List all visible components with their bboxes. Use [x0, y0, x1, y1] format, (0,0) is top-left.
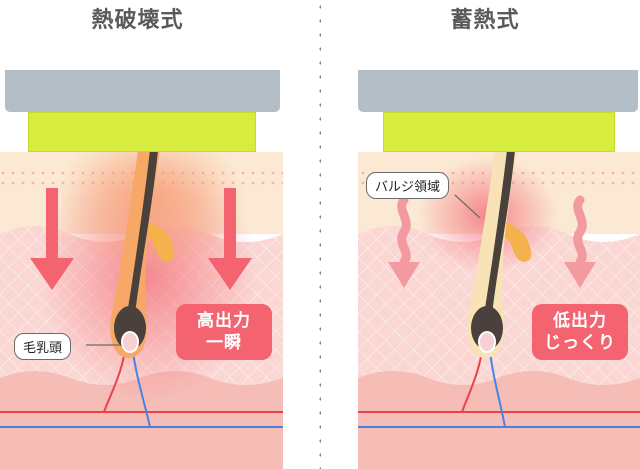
dermal-papilla-label: 毛乳頭: [14, 333, 72, 360]
dermal-papilla: [478, 331, 496, 353]
callout-leader: [454, 194, 481, 219]
power-badge: 高出力 一瞬: [176, 304, 272, 360]
right-panel-heat-storage: 蓄熱式: [340, 0, 640, 469]
panel-divider: [319, 0, 321, 469]
hair-shaft: [127, 150, 158, 315]
power-badge-line2: じっくり: [544, 333, 616, 353]
arrow-down-icon: [30, 188, 74, 290]
hair-shaft: [484, 150, 515, 315]
wavy-arrow-down-icon: [388, 195, 420, 288]
left-skin-illustration: [0, 125, 283, 469]
sebaceous-gland: [143, 220, 175, 262]
power-badge-line1: 高出力: [197, 311, 251, 331]
laser-device-body: [5, 70, 280, 112]
bulge-region-label: バルジ領域: [366, 172, 450, 199]
left-panel-title: 熱破壊式: [91, 8, 184, 33]
sebaceous-gland: [500, 220, 532, 262]
wavy-arrow-down-icon: [564, 195, 596, 288]
power-badge-line2: 一瞬: [206, 333, 242, 353]
laser-device-tip: [383, 112, 615, 152]
laser-device-body: [358, 70, 638, 112]
power-badge: 低出力 じっくり: [532, 304, 628, 360]
laser-device-tip: [28, 112, 256, 152]
dermal-papilla: [121, 331, 139, 353]
subcutaneous-layer: [358, 371, 640, 469]
power-badge-line1: 低出力: [553, 311, 607, 331]
left-panel-thermal-destruction: 熱破壊式: [0, 0, 300, 469]
arrow-down-icon: [208, 188, 252, 290]
right-panel-title: 蓄熱式: [450, 8, 520, 33]
